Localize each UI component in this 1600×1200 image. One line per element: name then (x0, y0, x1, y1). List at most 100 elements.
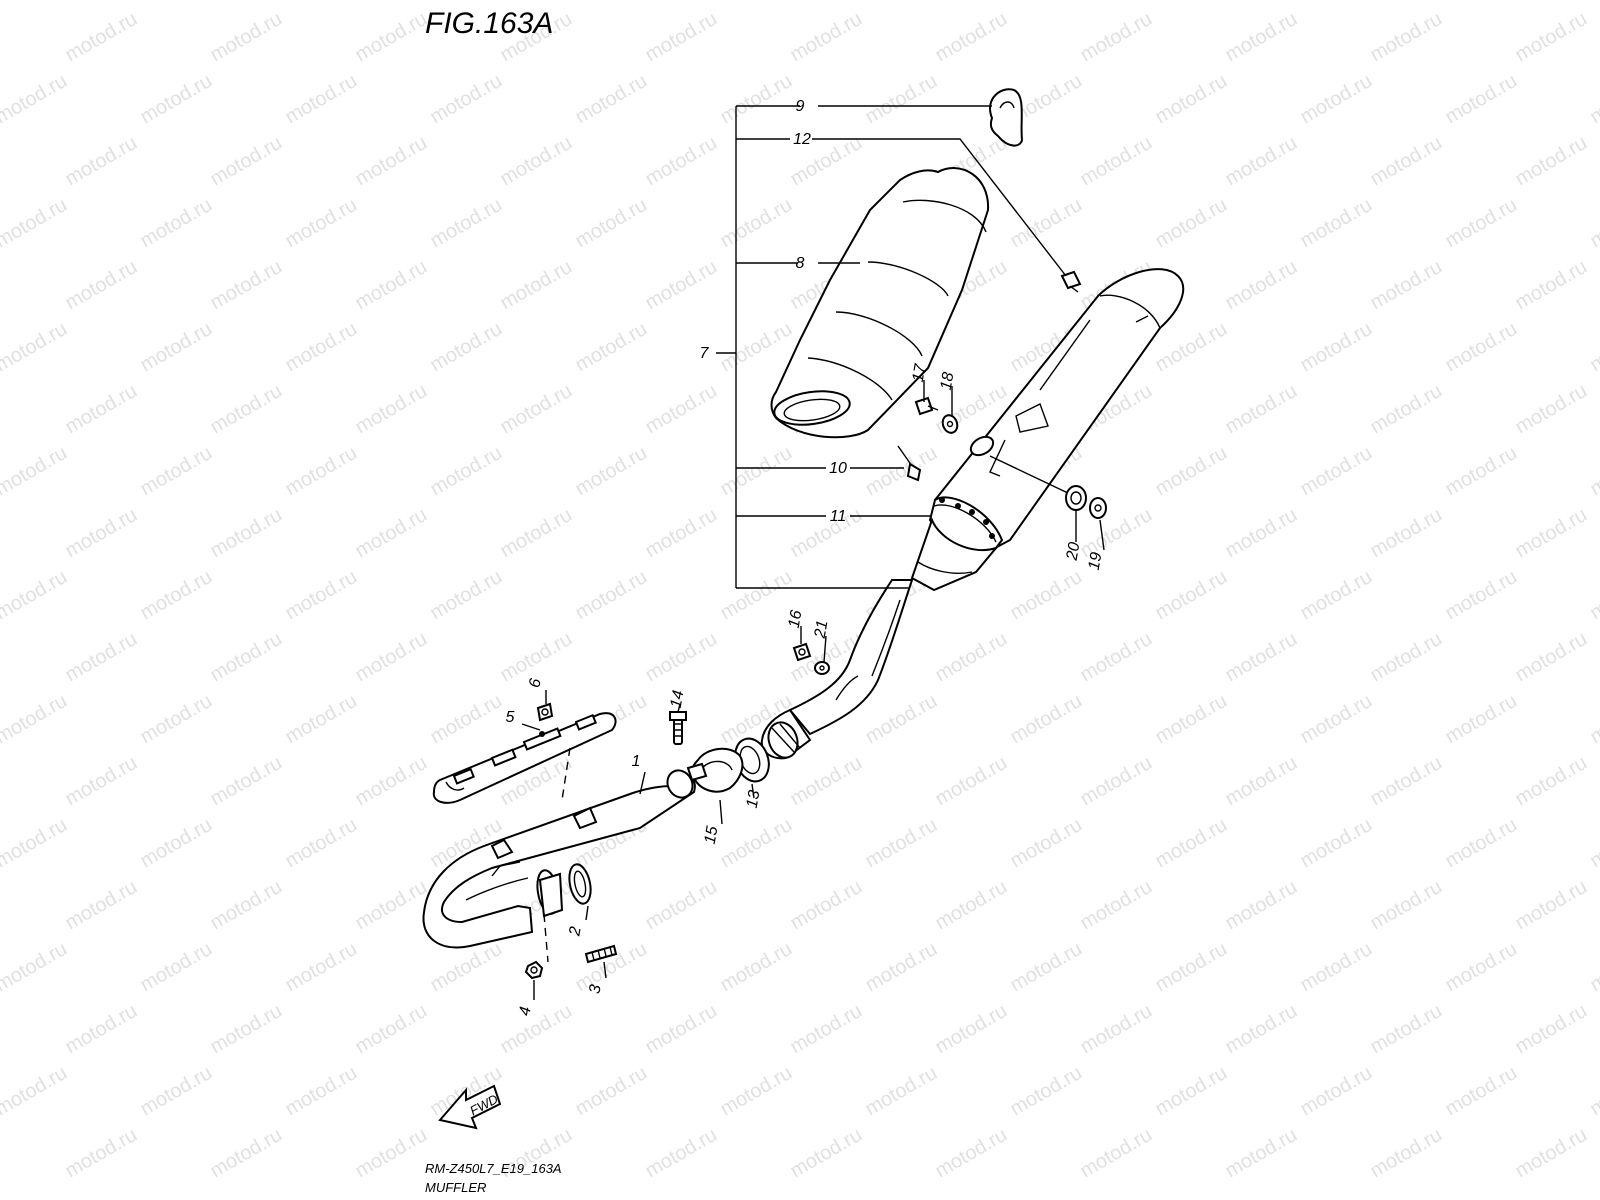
watermark-text: motod.ru (1007, 0, 1086, 4)
watermark-text: motod.ru (1367, 752, 1446, 811)
watermark-text: motod.ru (282, 442, 361, 501)
watermark-text: motod.ru (1587, 442, 1600, 501)
watermark-text: motod.ru (1297, 442, 1376, 501)
part-4-nut (524, 960, 544, 980)
watermark-text: motod.ru (1442, 1062, 1521, 1121)
watermark-text: motod.ru (862, 938, 941, 997)
watermark-text: motod.ru (62, 1124, 141, 1183)
connector-pipe (760, 579, 914, 760)
watermark-text: motod.ru (207, 628, 286, 687)
leader-lines (521, 380, 1105, 1000)
watermark-text: motod.ru (207, 504, 286, 563)
watermark-text: motod.ru (137, 442, 216, 501)
watermark-text: motod.ru (1367, 132, 1446, 191)
watermark-text: motod.ru (862, 690, 941, 749)
watermark-text: motod.ru (642, 628, 721, 687)
watermark-text: motod.ru (427, 194, 506, 253)
watermark-text: motod.ru (427, 566, 506, 625)
watermark-text: motod.ru (1152, 1062, 1231, 1121)
watermark-text: motod.ru (932, 1124, 1011, 1183)
watermark-text: motod.ru (497, 628, 576, 687)
figure-title: FIG.163A (425, 7, 553, 40)
watermark-text: motod.ru (282, 0, 361, 4)
watermark-text: motod.ru (1077, 752, 1156, 811)
watermark-text: motod.ru (352, 1000, 431, 1059)
watermark-text: motod.ru (642, 1000, 721, 1059)
watermark-text: motod.ru (1442, 566, 1521, 625)
callout-4: 4 (516, 1005, 534, 1017)
watermark-text: motod.ru (1367, 504, 1446, 563)
watermark-text: motod.ru (642, 504, 721, 563)
watermark-text: motod.ru (1297, 0, 1376, 4)
watermark-text: motod.ru (1152, 814, 1231, 873)
watermark-text: motod.ru (352, 380, 431, 439)
watermark-text: motod.ru (1152, 690, 1231, 749)
watermark-text: motod.ru (1442, 318, 1521, 377)
watermark-text: motod.ru (717, 442, 796, 501)
watermark-text: motod.ru (932, 628, 1011, 687)
part-13-gasket (734, 737, 770, 783)
watermark-text: motod.ru (1152, 194, 1231, 253)
watermark-text: motod.ru (1007, 1062, 1086, 1121)
watermark-text: motod.ru (717, 566, 796, 625)
watermark-text: motod.ru (137, 566, 216, 625)
watermark-text: motod.ru (1367, 256, 1446, 315)
part-20-bushing (1065, 485, 1087, 511)
watermark-text: motod.ru (1442, 814, 1521, 873)
watermark-text: motod.ru (62, 8, 141, 67)
watermark-text: motod.ru (1222, 628, 1301, 687)
watermark-text: motod.ru (1222, 256, 1301, 315)
watermark-text: motod.ru (642, 876, 721, 935)
watermark-text: motod.ru (642, 1124, 721, 1183)
watermark-text: motod.ru (1077, 628, 1156, 687)
watermark-text: motod.ru (282, 938, 361, 997)
watermark-text: motod.ru (1587, 318, 1600, 377)
assembly-7-bracket (716, 105, 1067, 589)
watermark-text: motod.ru (1442, 0, 1521, 4)
watermark-text: motod.ru (1512, 256, 1591, 315)
watermark-text: motod.ru (1512, 628, 1591, 687)
watermark-text: motod.ru (497, 132, 576, 191)
watermark-text: motod.ru (352, 628, 431, 687)
callout-9: 9 (796, 98, 805, 115)
watermark-text: motod.ru (1442, 194, 1521, 253)
watermark-text: motod.ru (282, 814, 361, 873)
watermark-text: motod.ru (1367, 8, 1446, 67)
watermark-text: motod.ru (1587, 194, 1600, 253)
watermark-text: motod.ru (1442, 938, 1521, 997)
watermark-text: motod.ru (1222, 132, 1301, 191)
watermark-text: motod.ru (282, 690, 361, 749)
watermark-text: motod.ru (1512, 1000, 1591, 1059)
watermark-text: motod.ru (207, 8, 286, 67)
watermark-text: motod.ru (717, 318, 796, 377)
watermark-text: motod.ru (1222, 1000, 1301, 1059)
callout-14: 14 (668, 689, 688, 710)
watermark-text: motod.ru (572, 318, 651, 377)
part-10-rivet (897, 445, 922, 482)
part-9-grommet (989, 88, 1024, 147)
watermark-text: motod.ru (137, 318, 216, 377)
watermark-text: motod.ru (1512, 752, 1591, 811)
watermark-text: motod.ru (717, 194, 796, 253)
watermark-text: motod.ru (352, 504, 431, 563)
part-21-washer (814, 661, 830, 675)
watermark-text: motod.ru (282, 70, 361, 129)
watermark-text: motod.ru (1222, 504, 1301, 563)
part-15-clamp (686, 747, 744, 793)
watermark-text: motod.ru (1297, 318, 1376, 377)
footer-name: MUFFLER (425, 1180, 486, 1195)
watermark-text: motod.ru (1367, 380, 1446, 439)
watermark-text: motod.ru (1512, 504, 1591, 563)
watermark-text: motod.ru (1587, 938, 1600, 997)
watermark-text: motod.ru (1077, 132, 1156, 191)
watermark-text: motod.ru (282, 566, 361, 625)
watermark-text: motod.ru (1367, 876, 1446, 935)
watermark-text: motod.ru (352, 256, 431, 315)
watermark-text: motod.ru (787, 1000, 866, 1059)
watermark-text: motod.ru (497, 1000, 576, 1059)
watermark-text: motod.ru (1512, 1124, 1591, 1183)
footer-code: RM-Z450L7_E19_163A (425, 1161, 562, 1176)
watermark-text: motod.ru (0, 70, 71, 129)
watermark-text: motod.ru (717, 938, 796, 997)
watermark-text: motod.ru (1152, 318, 1231, 377)
